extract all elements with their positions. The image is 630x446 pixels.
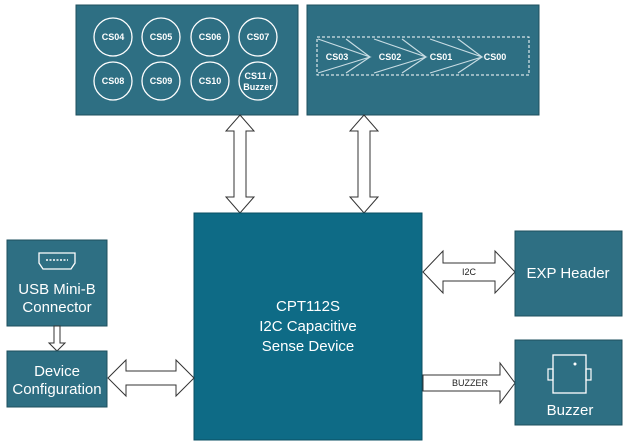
i2c-label: I2C <box>462 267 477 277</box>
slider-block <box>306 4 540 116</box>
cs04-button: CS04 <box>93 17 133 57</box>
buzzer-arrow-label: BUZZER <box>452 378 489 388</box>
cs00-label: CS00 <box>484 52 507 62</box>
svg-text:CS07: CS07 <box>247 32 270 42</box>
cs11-buzzer-button: CS11 / Buzzer <box>238 61 278 101</box>
config-label-line2: Configuration <box>12 381 101 398</box>
usb-label-line1: USB Mini-B <box>18 281 96 298</box>
usb-to-config-arrow <box>47 325 67 352</box>
svg-text:CS10: CS10 <box>199 76 222 86</box>
cs03-label: CS03 <box>326 52 349 62</box>
cs02-label: CS02 <box>379 52 402 62</box>
cs06-button: CS06 <box>190 17 230 57</box>
svg-text:Buzzer: Buzzer <box>243 82 273 92</box>
device-name: CPT112S <box>276 298 340 315</box>
device-config-block <box>6 350 108 408</box>
cs09-button: CS09 <box>141 61 181 101</box>
buzzer-block <box>514 339 623 426</box>
cs10-button: CS10 <box>190 61 230 101</box>
cap-buttons-block <box>75 4 299 116</box>
cs01-label: CS01 <box>430 52 453 62</box>
svg-text:CS06: CS06 <box>199 32 222 42</box>
usb-label-line2: Connector <box>22 299 91 316</box>
svg-text:CS09: CS09 <box>150 76 173 86</box>
cs08-button: CS08 <box>93 61 133 101</box>
svg-text:CS04: CS04 <box>102 32 125 42</box>
exp-header-label: EXP Header <box>526 265 609 282</box>
config-label-line1: Device <box>34 363 80 380</box>
usb-connector-block <box>6 239 108 327</box>
buzzer-label: Buzzer <box>547 402 594 419</box>
cs07-button: CS07 <box>238 17 278 57</box>
buzzer-arrow <box>422 361 516 405</box>
slider-to-device-arrow <box>348 114 380 214</box>
device-desc-line1: I2C Capacitive <box>259 318 357 335</box>
buttons-to-device-arrow <box>224 114 256 214</box>
cs05-button: CS05 <box>141 17 181 57</box>
cpt112s-block <box>193 212 423 441</box>
svg-text:CS11 /: CS11 / <box>244 71 272 81</box>
svg-text:CS08: CS08 <box>102 76 125 86</box>
buzzer-icon <box>547 354 592 394</box>
device-desc-line2: Sense Device <box>262 338 355 355</box>
exp-header-block <box>514 230 623 317</box>
slider-zigzag <box>317 38 484 74</box>
usb-icon <box>38 252 76 270</box>
svg-text:CS05: CS05 <box>150 32 173 42</box>
config-to-device-arrow <box>107 358 195 398</box>
slider-outline <box>316 36 530 76</box>
